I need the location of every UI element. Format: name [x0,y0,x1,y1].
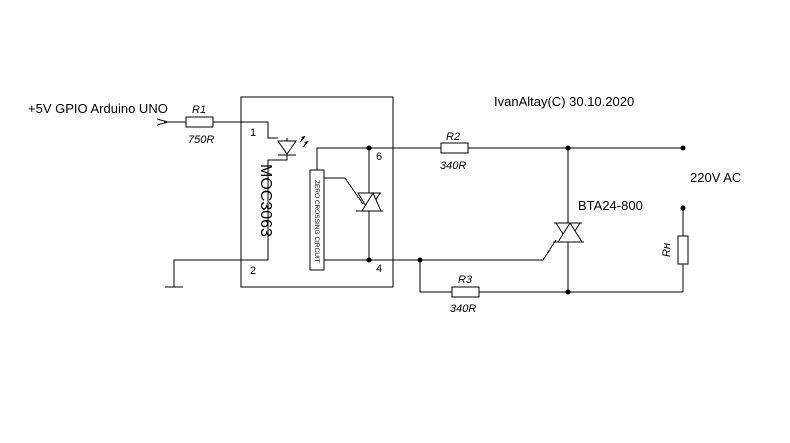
resistor-r1 [185,116,214,128]
mains-terminal-top[interactable] [680,145,686,151]
author-label: IvanAltay(C) 30.10.2020 [494,94,634,109]
led-icon [277,135,309,156]
r3-value: 340R [450,303,476,315]
triac-icon [553,148,584,292]
load-resistor [677,235,689,265]
wire-pin4-gate [369,239,557,261]
r2-name: R2 [446,131,460,143]
resistor-r2 [440,142,469,154]
input-label: +5V GPIO Arduino UNO [28,101,168,116]
pin-1-label: 1 [250,127,256,139]
wire-pin4-r3 [419,260,452,293]
wire-led-ground [173,155,288,287]
load-label: Rн [661,243,673,257]
wire-r1-pin1 [213,121,278,139]
r2-value: 340R [440,160,466,172]
r1-value: 750R [188,134,214,146]
pin-4-label: 4 [376,263,382,275]
r3-name: R3 [458,274,473,286]
triac-driver-icon [356,148,383,260]
pin-6-label: 6 [376,151,382,163]
mains-label: 220V AC [690,170,741,185]
zero-crossing-label: ZERO CROSSING CIRCUIT [313,180,320,263]
triac-label: BTA24-800 [578,198,643,213]
r1-name: R1 [192,104,206,116]
resistor-r3 [451,286,480,298]
wire-zc-top [316,147,369,170]
optocoupler-body [240,96,394,288]
pin-2-label: 2 [250,265,256,277]
optocoupler-label: MOC3063 [257,164,274,237]
wire-zc-gate [324,177,364,205]
